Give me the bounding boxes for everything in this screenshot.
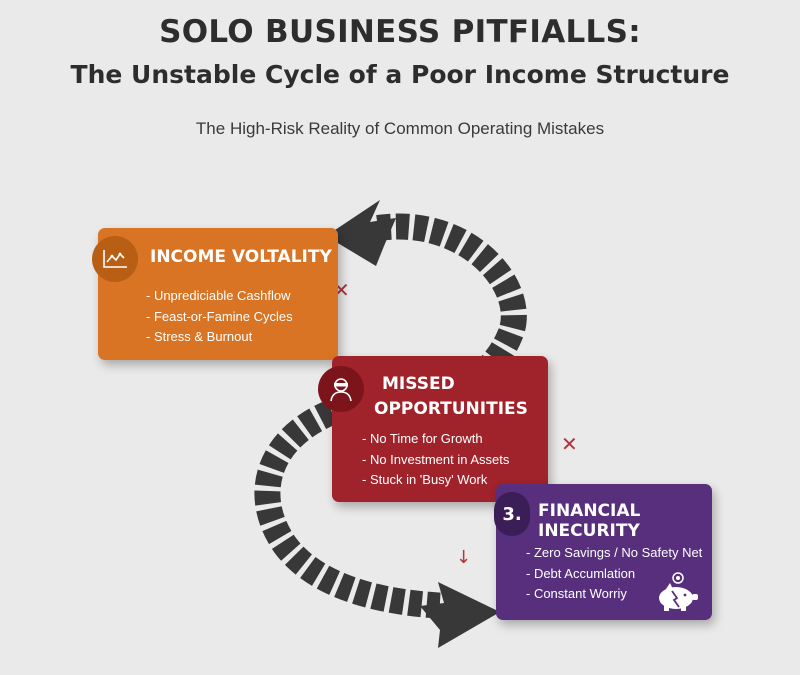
missed-opportunities-card: MISSED OPPORTUNITIES - No Time for Growt… [318, 356, 548, 502]
list-item: - Debt Accumlation [526, 565, 636, 581]
page-title-secondary: The Unstable Cycle of a Poor Income Stru… [70, 60, 730, 89]
piggy-bank-icon [654, 572, 700, 617]
card-bullet-list: - Zero Savings / No Safety Net - Debt Ac… [526, 543, 702, 605]
list-item: - Constant Worriy [526, 586, 627, 601]
list-item: - Feast-or-Famine Cycles [146, 308, 293, 324]
list-item: - Unprediciable Cashflow [146, 288, 291, 303]
arrowhead-upper [326, 200, 396, 266]
list-item: - Stress & Burnout [146, 329, 253, 344]
warning-cross-icon: ✕ [561, 432, 578, 456]
line-chart-icon [92, 236, 138, 282]
cycle-arrow-upper [326, 200, 527, 417]
list-item: - Zero Savings / No Safety Net [526, 545, 703, 560]
card-bullet-list: - No Time for Growth - No Investment in … [362, 429, 509, 491]
cycle-arrow-lower [254, 399, 500, 648]
blindfolded-person-icon [318, 366, 364, 412]
card-bullet-list: - Unprediciable Cashflow - Feast-or-Fami… [146, 286, 293, 348]
list-item: - No Investment in Assets [362, 451, 510, 467]
card-title-line: MISSED [382, 374, 455, 394]
card-title: MISSED OPPORTUNITIES [374, 372, 528, 422]
card-title: FINANCIAL INECURITY [538, 501, 641, 541]
page-subtitle: The High-Risk Reality of Common Operatin… [195, 119, 605, 138]
income-volatility-card: INCOME VOLTALITY - Unprediciable Cashflo… [92, 228, 338, 360]
arrowhead-lower [420, 582, 500, 648]
step-number-badge: 3. [494, 492, 530, 536]
page-title: SOLO BUSINESS PITFIALLS: [159, 14, 641, 50]
list-item: - No Time for Growth [362, 431, 483, 446]
card-title-line: OPPORTUNITIES [374, 399, 528, 419]
card-title: INCOME VOLTALITY [150, 247, 332, 267]
down-arrow-icon: ↓ [456, 547, 472, 568]
financial-insecurity-card: 3. FINANCIAL INECURITY - Zero Savings / … [494, 484, 712, 620]
list-item: - Stuck in 'Busy' Work [362, 472, 488, 487]
